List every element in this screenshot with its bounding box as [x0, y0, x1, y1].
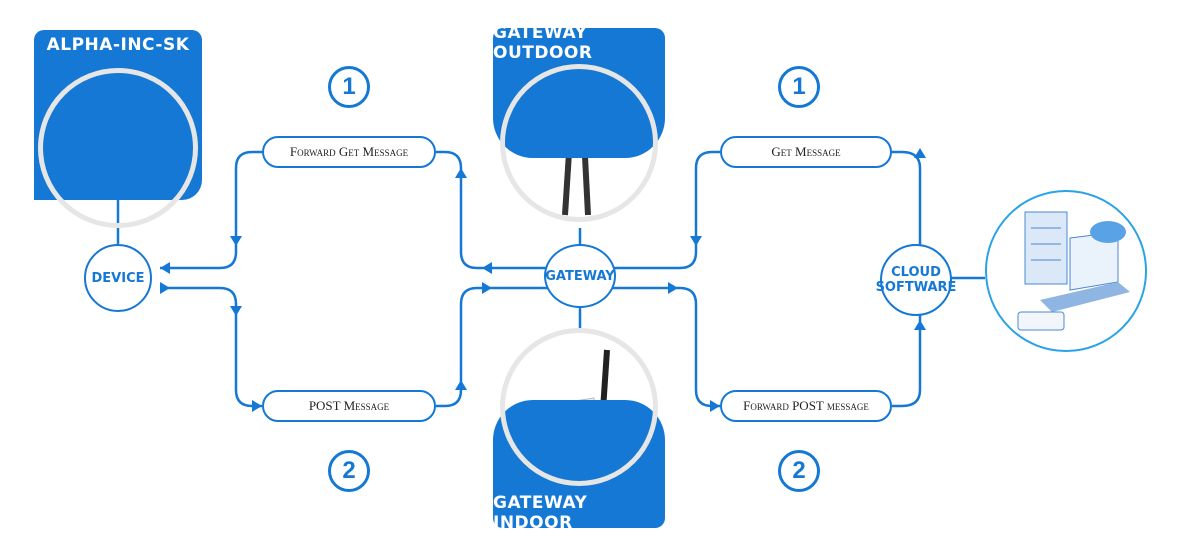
cloud-illustration-circle: [985, 190, 1147, 352]
cloud-node-line2: SOFTWARE: [875, 280, 957, 295]
device-model-title: ALPHA-INC-SK: [34, 30, 202, 60]
post-message-pill: POST Message: [262, 390, 436, 422]
gateway-outdoor-photo-frame: [500, 64, 658, 222]
cloud-node-line1: CLOUD: [891, 265, 941, 280]
step-number-top-left: 1: [328, 66, 370, 108]
device-node: DEVICE: [84, 244, 152, 312]
step-number-bottom-right: 2: [778, 450, 820, 492]
gateway-node: GATEWAY: [544, 244, 616, 308]
forward-get-message-pill: Forward Get Message: [262, 136, 436, 168]
gateway-indoor-photo-frame: [500, 328, 658, 486]
forward-post-message-pill: Forward POST message: [720, 390, 892, 422]
gateway-outdoor-title: GATEWAY OUTDOOR: [493, 23, 665, 63]
gateway-indoor-title: GATEWAY INDOOR: [493, 493, 665, 533]
step-number-bottom-left: 2: [328, 450, 370, 492]
step-number-top-right: 1: [778, 66, 820, 108]
cloud-software-node: CLOUD SOFTWARE: [876, 244, 956, 316]
get-message-pill: Get Message: [720, 136, 892, 168]
device-photo-frame: [38, 68, 198, 228]
